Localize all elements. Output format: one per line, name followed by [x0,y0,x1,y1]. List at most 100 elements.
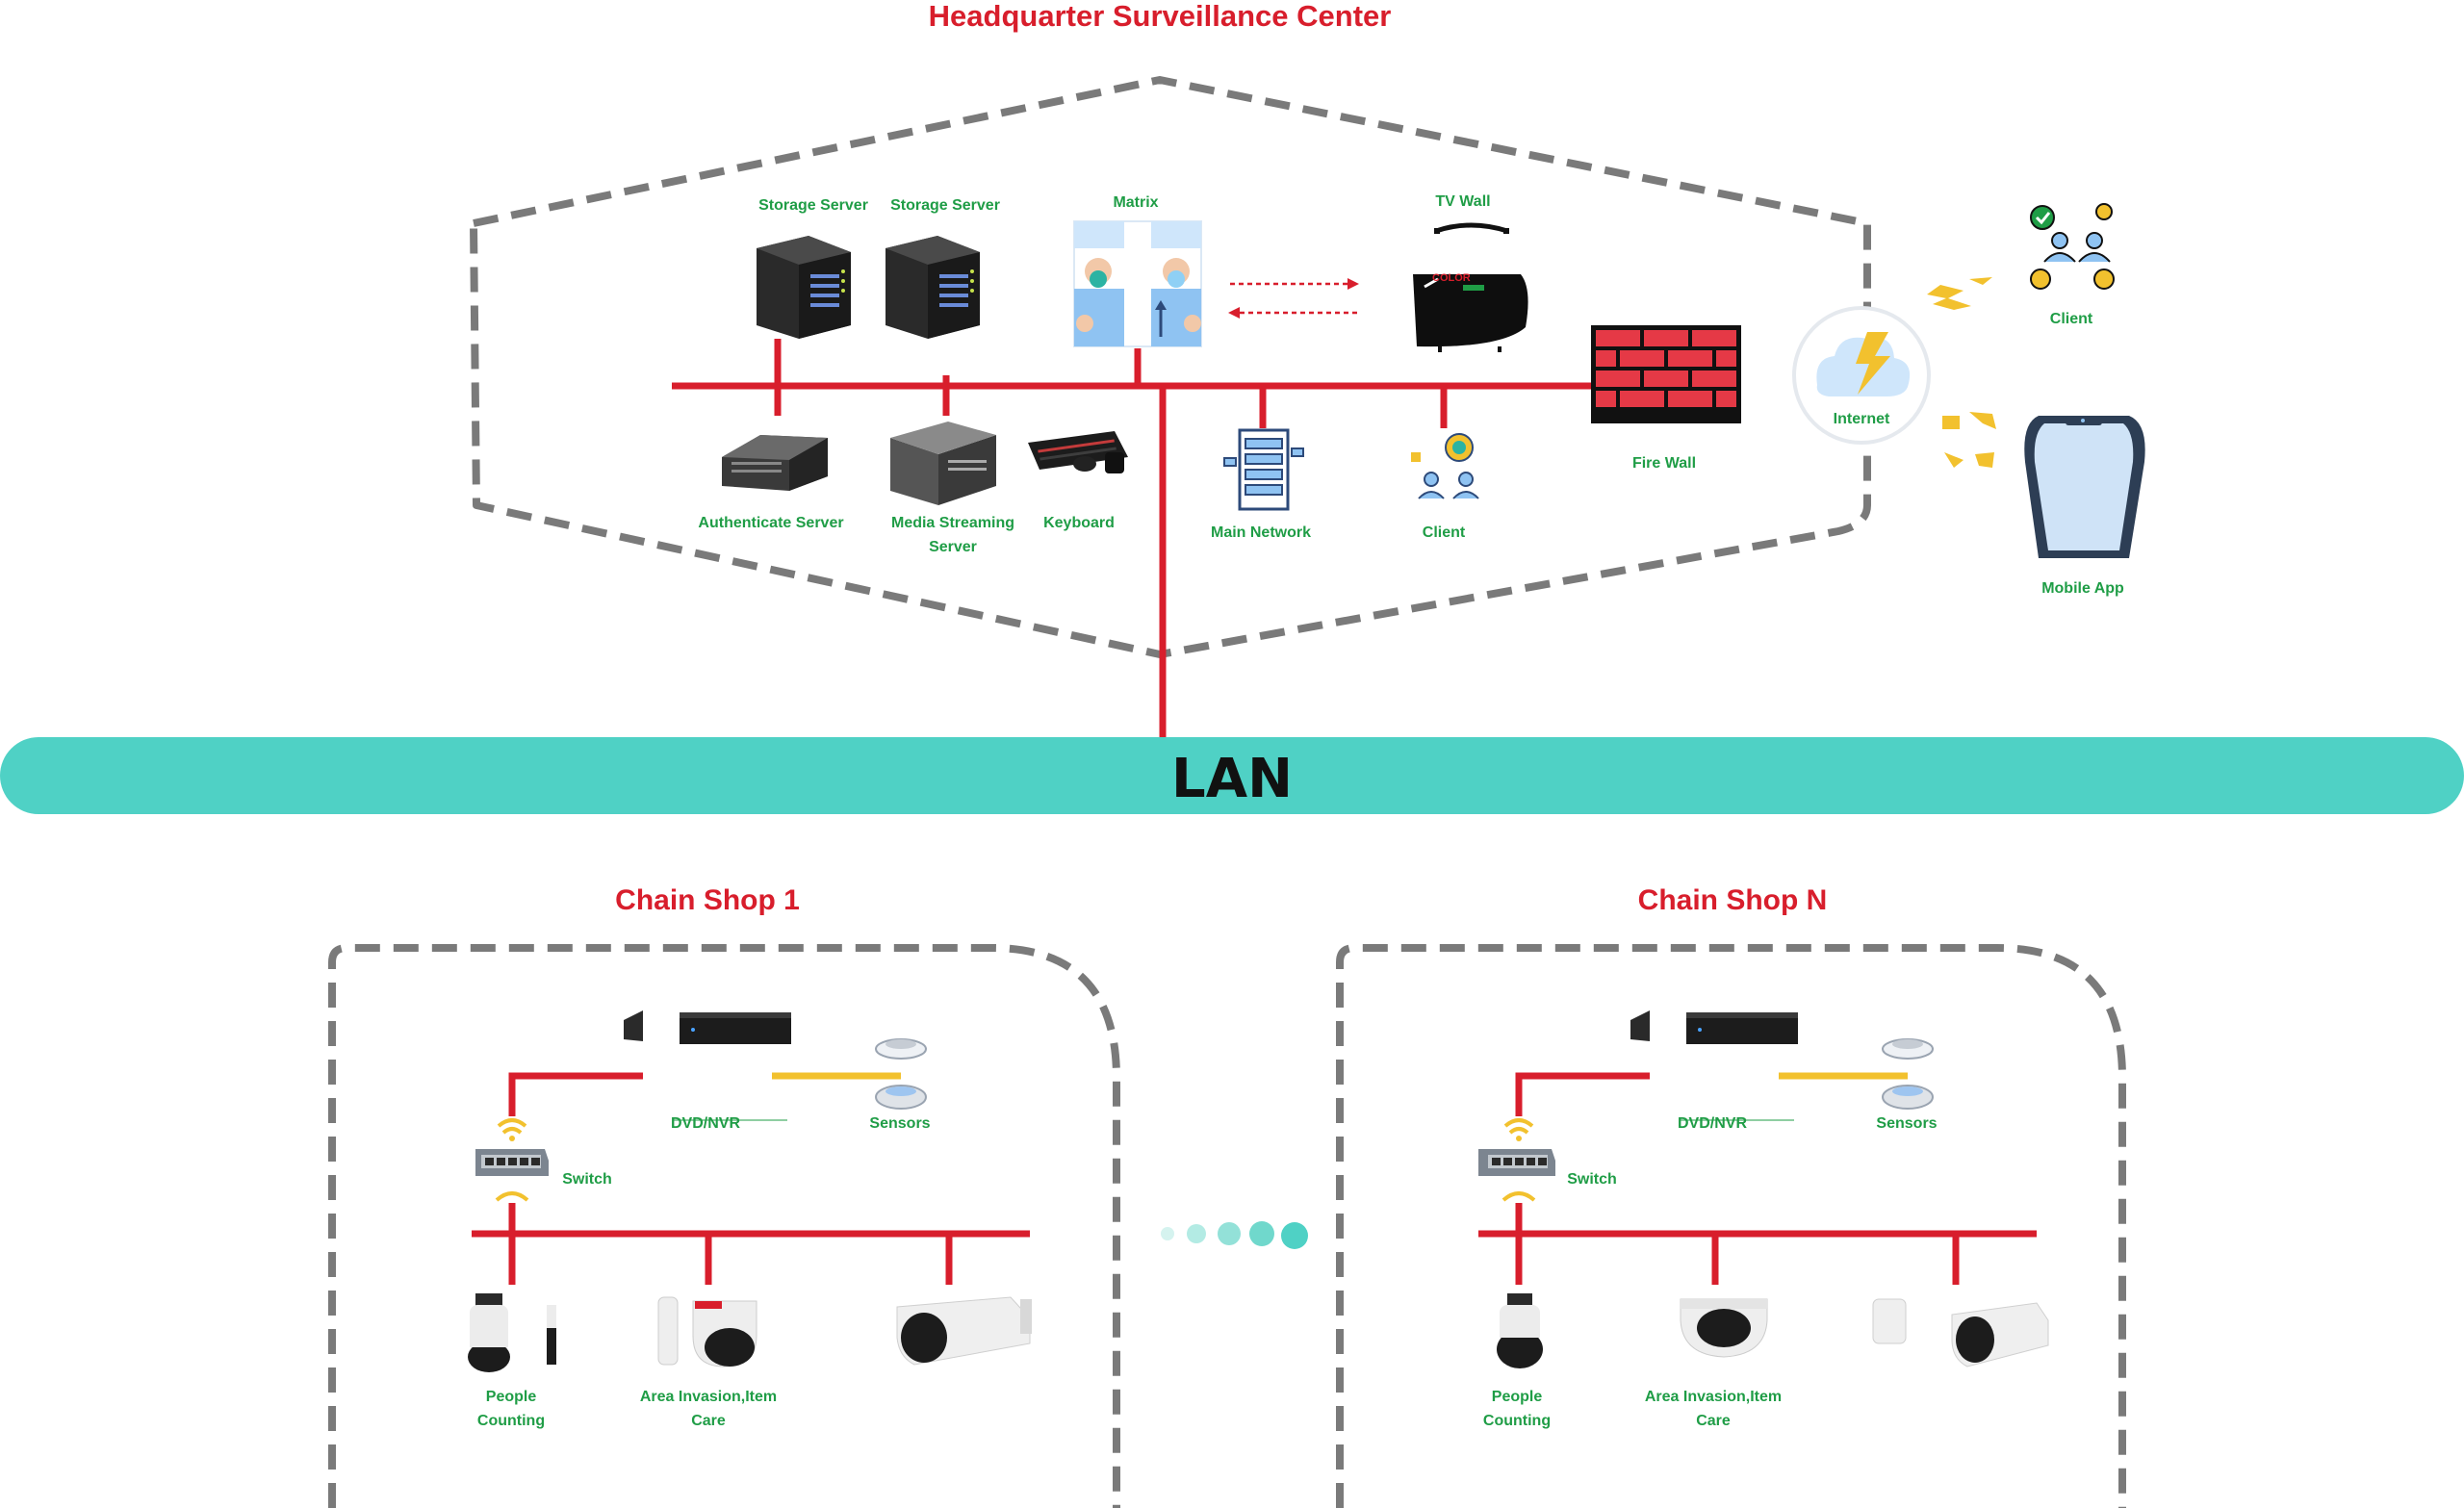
wifi-icon [497,1118,527,1141]
shopN-title: Chain Shop N [1638,884,1828,916]
shopN-area-invasion: Area Invasion,Item Care [1645,1298,1782,1429]
shop1-sensors: Sensors [869,1038,931,1132]
mobile-phone-icon [2024,416,2145,558]
bullet-camera-icon [1872,1298,2049,1367]
authenticate-server-icon [722,435,828,491]
tv-wall-icon: COLOR [1413,222,1528,352]
shop1-title: Chain Shop 1 [615,884,800,916]
media-streaming-server: Media Streaming Server [890,422,1014,555]
keyboard: Keyboard [1028,431,1128,531]
shop1-area-invasion: Area Invasion,Item Care [640,1296,777,1429]
internet-label: Internet [1834,411,1890,427]
shop1-people-counting: People Counting [468,1293,556,1429]
storage-server-2-label: Storage Server [890,197,1000,214]
speed-dome-camera-icon [1497,1293,1543,1368]
shopN-sensors-label: Sensors [1876,1115,1937,1132]
shopN-dvd-nvr: DVD/NVR [1630,1010,1798,1132]
shop1-area-invasion-label-1: Area Invasion,Item [640,1389,777,1405]
headquarter-title: Headquarter Surveillance Center [929,0,1392,33]
dvr-icon [624,1010,791,1044]
sensor-icon [875,1038,927,1110]
main-network-label: Main Network [1211,524,1311,541]
storage-server-icon [757,236,851,339]
shop1-people-counting-label-1: People [486,1389,537,1405]
shop1-bullet-camera [896,1296,1032,1366]
authenticate-server-label: Authenticate Server [698,515,843,531]
shopN-people-counting-label-1: People [1492,1389,1543,1405]
shopN-dvd-nvr-label: DVD/NVR [1678,1115,1747,1132]
main-network-icon [1223,428,1304,511]
lightning-icon [1942,416,1960,429]
hq-client-label: Client [1423,524,1466,541]
lightning-icon [1927,285,1971,310]
shopN-people-counting-label-2: Counting [1483,1413,1551,1429]
tv-brand-text: COLOR [1432,272,1471,284]
lightning-to-mobile [1942,412,1996,468]
shops-ellipsis [1161,1221,1308,1249]
shopN-switch-label: Switch [1567,1171,1617,1188]
media-streaming-label-1: Media Streaming [891,515,1014,531]
remote-client: Client [2027,203,2116,327]
storage-server-1: Storage Server [757,197,868,339]
fire-wall-label: Fire Wall [1632,455,1696,472]
shopN-nvr-line [1515,1072,1650,1116]
storage-server-icon [886,236,980,339]
switch-icon [475,1149,549,1176]
shopN-area-invasion-label-1: Area Invasion,Item [1645,1389,1782,1405]
speed-dome-camera-icon [468,1293,556,1372]
client-icon [2027,203,2116,293]
sensor-icon [1882,1038,1934,1110]
storage-server-1-label: Storage Server [758,197,868,214]
matrix-icon [1073,220,1202,347]
shopN-boundary [1336,944,2126,1508]
lan-bar [0,737,2464,814]
matrix-tv-link [1228,278,1359,319]
shop1-area-invasion-label-2: Care [691,1413,726,1429]
wifi-icon [1503,1118,1534,1141]
dome-camera-icon [1680,1298,1768,1358]
mobile-app-label: Mobile App [2041,580,2124,597]
tv-wall: TV Wall COLOR [1413,193,1528,352]
remote-client-label: Client [2050,311,2093,327]
bullet-camera-icon [896,1296,1032,1366]
wifi-icon [1502,1191,1536,1202]
keyboard-label: Keyboard [1043,515,1115,531]
headquarter-boundary [470,76,1871,658]
lan-label: LAN [1171,748,1293,810]
firewall-icon [1591,325,1741,423]
shop1-switch-label: Switch [562,1171,612,1188]
shop1-people-counting-label-2: Counting [477,1413,545,1429]
switch-icon [1478,1149,1555,1176]
shop1-boundary [328,944,1120,1508]
shop1-dvd-nvr: DVD/NVR [624,1010,791,1132]
shopN-sensors: Sensors [1876,1038,1938,1132]
internet: Internet [1792,306,1931,445]
shopN-bullet-camera [1872,1298,2049,1367]
matrix: Matrix [1073,194,1202,347]
fire-wall: Fire Wall [1591,325,1741,472]
dome-camera-icon [657,1296,757,1367]
shopN-switch: Switch [1478,1118,1617,1202]
shop1-sensors-label: Sensors [869,1115,930,1132]
internet-cloud-icon [1816,332,1911,396]
keyboard-icon [1028,431,1128,473]
tv-wall-label: TV Wall [1435,193,1490,210]
shop1-switch: Switch [475,1118,612,1202]
media-streaming-server-icon [890,422,996,505]
shopN-people-counting: People Counting [1483,1293,1551,1429]
hq-client: Client [1411,433,1479,541]
authenticate-server: Authenticate Server [698,435,844,531]
mobile-app: Mobile App [2024,416,2145,597]
storage-server-2: Storage Server [886,197,1000,339]
shop1-dvd-nvr-label: DVD/NVR [671,1115,740,1132]
shop1-nvr-line [508,1072,643,1116]
dvr-icon [1630,1010,1798,1044]
shopN-area-invasion-label-2: Care [1696,1413,1731,1429]
client-icon [1411,433,1479,499]
main-network: Main Network [1211,428,1311,541]
media-streaming-label-2: Server [929,539,977,555]
lightning-to-client [1927,277,1992,310]
wifi-icon [495,1191,529,1202]
matrix-label: Matrix [1113,194,1158,211]
